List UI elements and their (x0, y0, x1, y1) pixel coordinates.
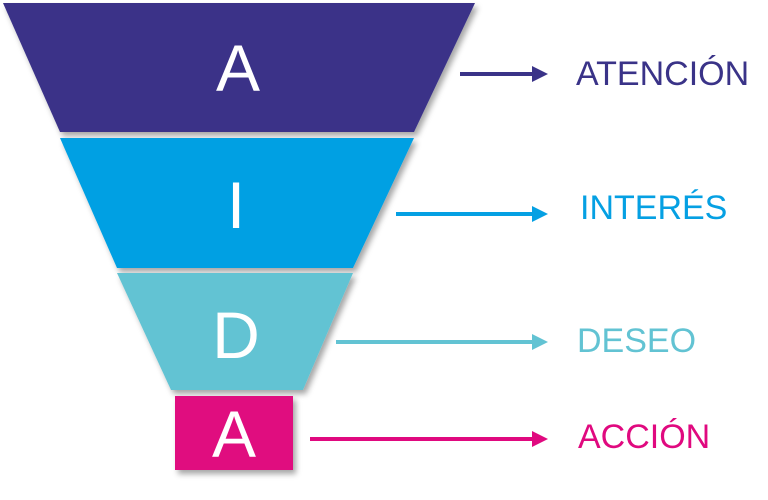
stage-letter-interes: I (227, 168, 245, 242)
funnel-stage-deseo: D DESEO (117, 273, 696, 390)
arrow-accion (310, 431, 548, 447)
stage-label-accion: ACCIÓN (578, 418, 710, 456)
funnel-stage-interes: I INTERÉS (60, 138, 727, 268)
stage-label-deseo: DESEO (577, 322, 696, 360)
stage-letter-accion: A (212, 397, 256, 471)
stage-label-interes: INTERÉS (580, 189, 727, 227)
stage-letter-deseo: D (212, 298, 260, 372)
stage-letter-atencion: A (216, 31, 260, 105)
funnel-segment-accion (175, 396, 293, 470)
arrow-deseo (336, 334, 548, 350)
stage-label-atencion: ATENCIÓN (576, 55, 749, 93)
funnel-segment-deseo (117, 273, 353, 390)
funnel-segment-atencion (3, 3, 475, 132)
funnel-segment-interes (60, 138, 414, 268)
funnel-stage-atencion: A ATENCIÓN (3, 3, 749, 132)
funnel-stage-accion: A ACCIÓN (175, 396, 710, 471)
arrow-interes (396, 206, 548, 222)
arrow-atencion (460, 66, 548, 82)
